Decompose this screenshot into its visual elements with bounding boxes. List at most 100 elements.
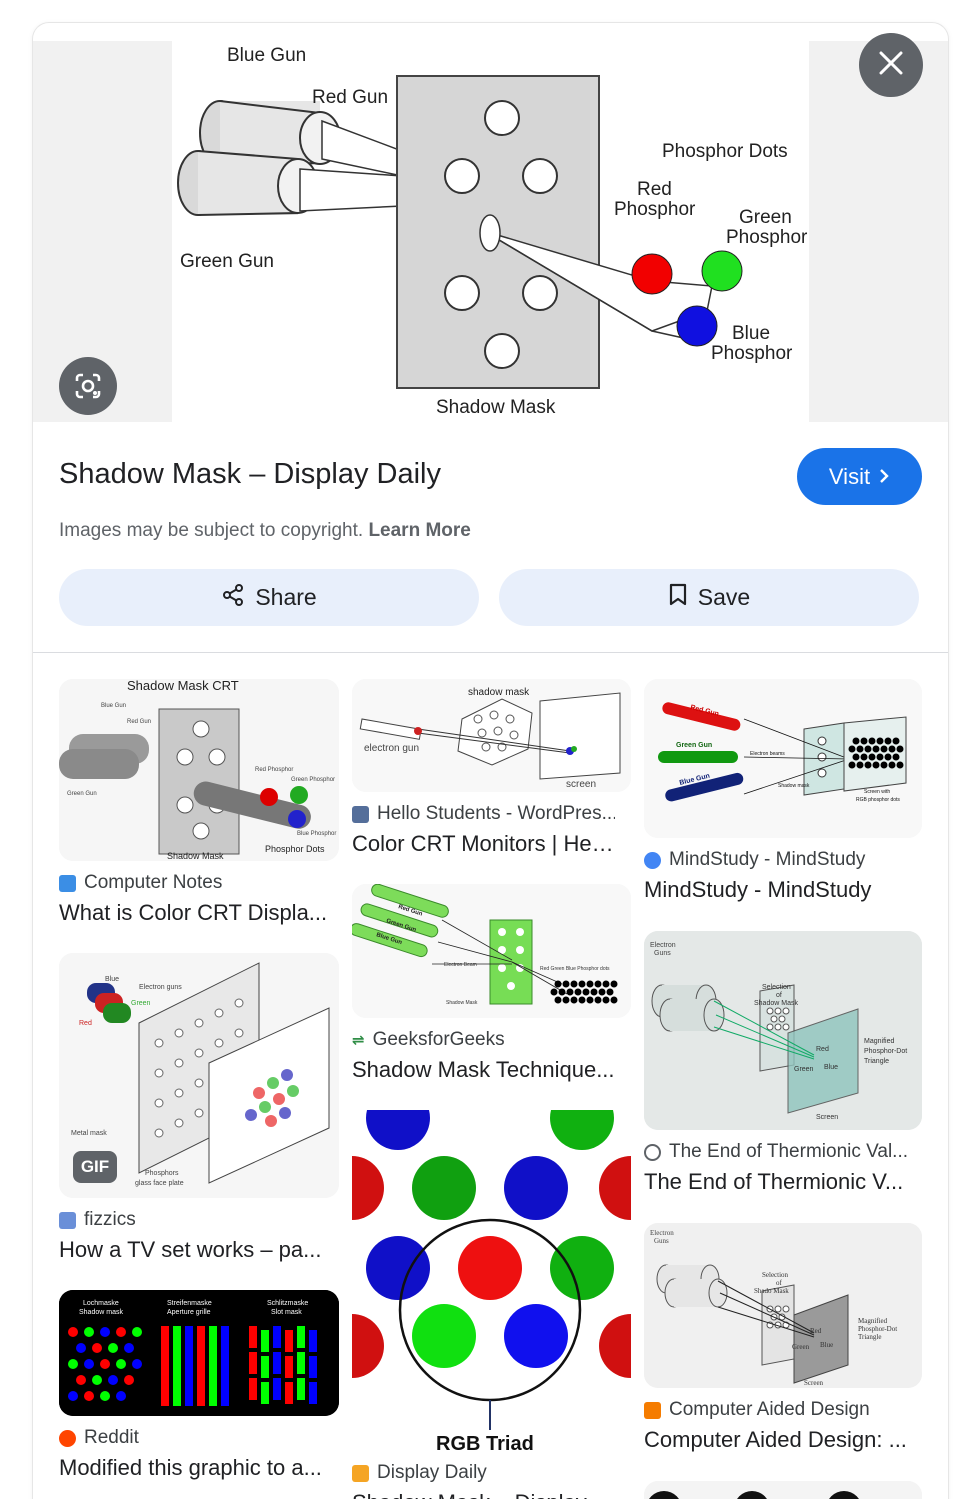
thumb-text: Shadow Mask CRT — [127, 679, 239, 693]
result-source[interactable]: The End of Thermionic Val... — [644, 1141, 914, 1163]
result-source[interactable]: Display Daily — [352, 1462, 615, 1484]
visit-label: Visit — [828, 463, 871, 489]
hero-label-blue-2: Phosphor — [711, 343, 793, 364]
thumb-text: Schlitzmaske — [267, 1300, 308, 1307]
thumb-text: Blue — [824, 1064, 838, 1071]
copyright-text: Images may be subject to copyright. — [59, 520, 364, 541]
result-thumbnail[interactable]: Blue Electron guns Green Red Metal mask … — [59, 953, 339, 1198]
thumb-text: Red Green Blue Phosphor dots — [540, 966, 610, 972]
thumb-text: RGB phosphor dots — [856, 797, 900, 803]
result-source[interactable]: Reddit — [59, 1427, 337, 1449]
thumb-text: Green — [131, 1000, 151, 1007]
learn-more-link[interactable]: Learn More — [368, 520, 471, 541]
result-source[interactable]: fizzics — [59, 1209, 337, 1231]
chevron-right-icon — [878, 464, 890, 490]
result-caption[interactable]: Computer Aided Design: ... — [644, 1427, 907, 1452]
source-name: Reddit — [84, 1427, 139, 1448]
thumb-text: Shadow Mask — [446, 1000, 478, 1006]
thumb-text: Green Phosphor — [291, 777, 335, 783]
thumb-text: Phosphor-Dot — [864, 1048, 907, 1055]
result-title[interactable]: Shadow Mask – Display Daily — [59, 458, 441, 490]
hero-label-green-gun: Green Gun — [180, 251, 274, 272]
result-caption[interactable]: How a TV set works – pa... — [59, 1237, 322, 1262]
reddit-favicon-icon — [59, 1429, 76, 1447]
thumb-text: of — [776, 992, 782, 999]
bookmark-icon — [668, 583, 688, 613]
thumb-text: Screen — [816, 1114, 838, 1121]
thumb-text: Blue — [105, 976, 119, 983]
section-divider — [33, 652, 948, 653]
mask-holes — [444, 100, 558, 369]
thumb-text: Selection — [762, 1271, 789, 1279]
thumb-text: Blue Gun — [101, 703, 126, 709]
save-button[interactable]: Save — [499, 569, 919, 626]
thumb-text: Shadow mask — [778, 783, 810, 789]
share-label: Share — [255, 584, 317, 610]
thumb-text: Green — [794, 1066, 814, 1073]
red-phosphor-dot — [631, 253, 673, 295]
result-source[interactable]: Hello Students - WordPres... — [352, 803, 615, 825]
result-thumbnail[interactable]: shadow mask electron gun screen — [352, 679, 631, 792]
result-thumbnail[interactable]: Electron Guns Selection of Shadow Mask R… — [644, 931, 922, 1130]
hero-label-red-1: Red — [637, 179, 672, 200]
result-thumbnail[interactable]: Lochmaske Shadow mask Streifenmaske Aper… — [59, 1290, 339, 1416]
result-thumbnail[interactable]: Electron Guns Selection of Shado Mask Re… — [644, 1223, 922, 1388]
thumb-text: Guns — [654, 950, 671, 957]
result-caption[interactable]: MindStudy - MindStudy — [644, 877, 872, 902]
thumb-text: Streifenmaske — [167, 1300, 212, 1307]
thumb-text: Electron beams — [750, 751, 785, 757]
result-caption[interactable]: What is Color CRT Displa... — [59, 900, 328, 925]
result-thumbnail[interactable]: RGB Triad — [352, 1110, 631, 1452]
thumb-text: Screen with — [864, 789, 890, 795]
result-thumbnail[interactable] — [644, 1481, 922, 1499]
thumb-text: Red Phosphor — [255, 767, 293, 773]
thumb-text: Selection — [762, 984, 791, 991]
copyright-notice: Images may be subject to copyright. Lear… — [59, 520, 471, 542]
thumb-text: Red — [816, 1046, 829, 1053]
result-thumbnail[interactable]: Red Gun Green Gun Blue Gun Electron beam… — [644, 679, 922, 838]
thumb-text: Shadow Mask — [754, 1000, 798, 1007]
source-favicon-icon — [59, 874, 76, 892]
thumb-text: Aperture grille — [167, 1309, 211, 1316]
source-name: GeeksforGeeks — [372, 1029, 505, 1050]
source-name: Computer Notes — [84, 872, 223, 893]
close-button[interactable] — [859, 33, 923, 97]
thumb-text: Phosphors — [145, 1170, 179, 1177]
thumb-text: Guns — [654, 1237, 669, 1245]
hero-label-blue-1: Blue — [732, 323, 770, 344]
thumb-text: Shadow mask — [79, 1309, 123, 1316]
google-lens-button[interactable] — [59, 357, 117, 415]
result-source[interactable]: Computer Notes — [59, 872, 337, 894]
thumb-text: Phosphor Dots — [265, 844, 325, 854]
thumb-text: RGB Triad — [436, 1433, 534, 1452]
share-icon — [221, 583, 245, 613]
result-caption[interactable]: Color CRT Monitors | Hell... — [352, 831, 615, 856]
result-thumbnail[interactable]: Shadow Mask CRT Blue Gun Red Gun Green G… — [59, 679, 339, 861]
result-caption[interactable]: Modified this graphic to a... — [59, 1455, 322, 1480]
result-source[interactable]: ⇌ GeeksforGeeks — [352, 1029, 615, 1051]
thumb-text: shadow mask — [468, 687, 530, 698]
source-name: Hello Students - WordPres... — [377, 803, 615, 824]
source-name: Computer Aided Design — [669, 1399, 870, 1420]
result-caption[interactable]: Shadow Mask Technique... — [352, 1057, 615, 1082]
visit-button[interactable]: Visit — [797, 448, 922, 505]
hero-label-red-gun: Red Gun — [312, 87, 388, 108]
source-favicon-icon — [352, 805, 369, 823]
result-source[interactable]: MindStudy - MindStudy — [644, 849, 914, 871]
result-caption[interactable]: Shadow Mask – Display... — [352, 1490, 615, 1499]
thumb-text: Metal mask — [71, 1130, 107, 1137]
hero-image[interactable]: Blue Gun Red Gun Green Gun Phosphor Dots… — [172, 41, 809, 422]
hero-label-phosphor-dots: Phosphor Dots — [662, 141, 788, 162]
thumb-text: Red — [810, 1327, 822, 1335]
hero-label-green-1: Green — [739, 207, 792, 228]
thumb-text: of — [776, 1279, 783, 1287]
thumb-text: Magnified — [858, 1317, 888, 1325]
thumb-text: Blue — [820, 1341, 833, 1349]
result-caption[interactable]: The End of Thermionic V... — [644, 1169, 904, 1194]
result-thumbnail[interactable]: Red Gun Green Gun Blue Gun Electron Beam… — [352, 884, 631, 1018]
thumb-text: Green — [792, 1343, 810, 1351]
share-button[interactable]: Share — [59, 569, 479, 626]
result-source[interactable]: Computer Aided Design — [644, 1399, 914, 1421]
green-phosphor-dot — [701, 250, 743, 292]
hero-label-red-2: Phosphor — [614, 199, 696, 220]
